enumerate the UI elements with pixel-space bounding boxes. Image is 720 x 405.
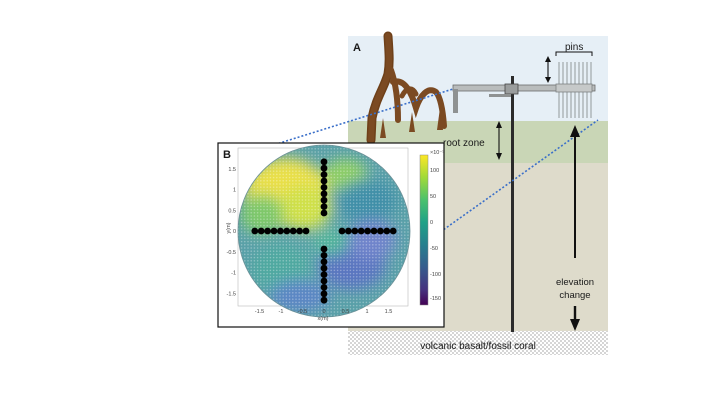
colorbar xyxy=(419,154,429,306)
y-tick-label: -0.5 xyxy=(227,250,236,256)
y-tick-label: 0.5 xyxy=(228,208,236,214)
pins-height-arrow xyxy=(545,56,551,83)
pin-dot xyxy=(357,227,365,235)
colorbar-tick-label: -150 xyxy=(430,296,441,302)
pneumatophores-icon xyxy=(380,108,443,138)
bedrock-label: volcanic basalt/fossil coral xyxy=(420,341,536,352)
colorbar-ticks: ×10⁻³ 100 50 0 -50 -100 -150 xyxy=(430,150,444,302)
panel-b-inset: -1.5 -1 -0.5 0 0.5 1 1.5 1.5 1 0.5 0 -0.5 -1 -1.5 x(… xyxy=(217,142,445,328)
pin-holder xyxy=(555,83,593,93)
x-tick-label: -0.5 xyxy=(298,309,307,315)
pin-dot xyxy=(320,277,328,285)
y-tick-label: 0 xyxy=(233,229,236,235)
pin-dot xyxy=(345,227,352,235)
pin-dot xyxy=(320,258,328,266)
pin-dot xyxy=(296,227,303,235)
x-tick-label: 1 xyxy=(365,309,368,315)
root-zone-label: root zone xyxy=(443,138,485,149)
pin-dot xyxy=(320,264,328,272)
elevation-change-label-line2: change xyxy=(559,290,590,301)
x-tick-label: 0 xyxy=(322,309,325,315)
pin-dot xyxy=(377,227,384,235)
y-tick-label: -1 xyxy=(231,271,236,277)
panel-a-letter: A xyxy=(353,42,361,54)
root-zone-arrow xyxy=(496,121,502,160)
pin-dot xyxy=(257,227,265,235)
mangrove-roots-icon xyxy=(366,31,447,145)
pin-dot xyxy=(370,227,378,235)
pin-dot xyxy=(264,227,271,235)
pin-dot xyxy=(270,227,278,235)
pin-dot xyxy=(320,158,328,166)
pin-dot xyxy=(320,171,328,179)
pin-dot xyxy=(320,164,328,172)
x-tick-label: -1.5 xyxy=(255,309,264,315)
pin-dot xyxy=(320,209,328,217)
sset-clamp xyxy=(489,94,511,97)
colorbar-tick-label: 50 xyxy=(430,194,436,200)
x-tick-label: 0.5 xyxy=(342,309,350,315)
pin-dot xyxy=(320,184,328,191)
sset-horizontal-arm xyxy=(452,84,596,92)
pin-dot xyxy=(320,245,328,253)
y-axis-label: y(m) xyxy=(226,222,232,233)
pin-dot xyxy=(320,290,328,298)
pin-dot xyxy=(320,190,328,198)
sset-arm-end xyxy=(453,89,458,113)
pins-bracket xyxy=(555,51,593,56)
x-axis-ticks: -1.5 -1 -0.5 0 0.5 1 1.5 xyxy=(255,309,393,315)
y-tick-label: 1.5 xyxy=(228,167,236,173)
pin-dot xyxy=(320,296,328,304)
y-tick-label: -1.5 xyxy=(227,291,236,297)
y-tick-label: 1 xyxy=(233,188,236,194)
pin-dot xyxy=(320,271,328,278)
colorbar-tick-label: -100 xyxy=(430,272,441,278)
pin-dot xyxy=(364,227,371,235)
pin-dot xyxy=(289,227,297,235)
colorbar-tick-label: 0 xyxy=(430,220,433,226)
pin-dot xyxy=(389,227,397,235)
x-tick-label: -1 xyxy=(279,309,284,315)
elevation-change-arrow xyxy=(570,125,580,331)
pin-dot xyxy=(351,227,359,235)
y-axis-ticks: 1.5 1 0.5 0 -0.5 -1 -1.5 xyxy=(227,167,236,298)
heatmap-boundary xyxy=(237,144,411,318)
pin-dot xyxy=(277,227,284,235)
pin-dot xyxy=(320,177,328,185)
pin-location-dots xyxy=(251,158,397,304)
colorbar-tick-label: -50 xyxy=(430,246,438,252)
pin-dot xyxy=(320,252,328,259)
pin-dot xyxy=(320,203,328,211)
pin-dot xyxy=(283,227,291,235)
pin-dot xyxy=(320,196,328,204)
elevation-change-label-line1: elevation xyxy=(556,277,594,288)
pin-dot xyxy=(383,227,391,235)
colorbar-tick-label: ×10⁻³ xyxy=(430,150,444,156)
pin-dot xyxy=(251,227,259,235)
colorbar-tick-label: 100 xyxy=(430,168,439,174)
leader-line-top xyxy=(266,88,454,148)
bedrock-layer xyxy=(348,331,608,355)
panel-b-letter: B xyxy=(223,149,231,161)
x-axis-label: x(m) xyxy=(318,316,329,322)
pin-dot xyxy=(302,227,310,235)
sset-collar xyxy=(504,83,519,95)
benchmark-rod xyxy=(511,76,514,332)
pin-dot xyxy=(320,284,328,291)
pins-label: pins xyxy=(565,42,583,53)
x-tick-label: 1.5 xyxy=(385,309,393,315)
pin-dot xyxy=(338,227,346,235)
